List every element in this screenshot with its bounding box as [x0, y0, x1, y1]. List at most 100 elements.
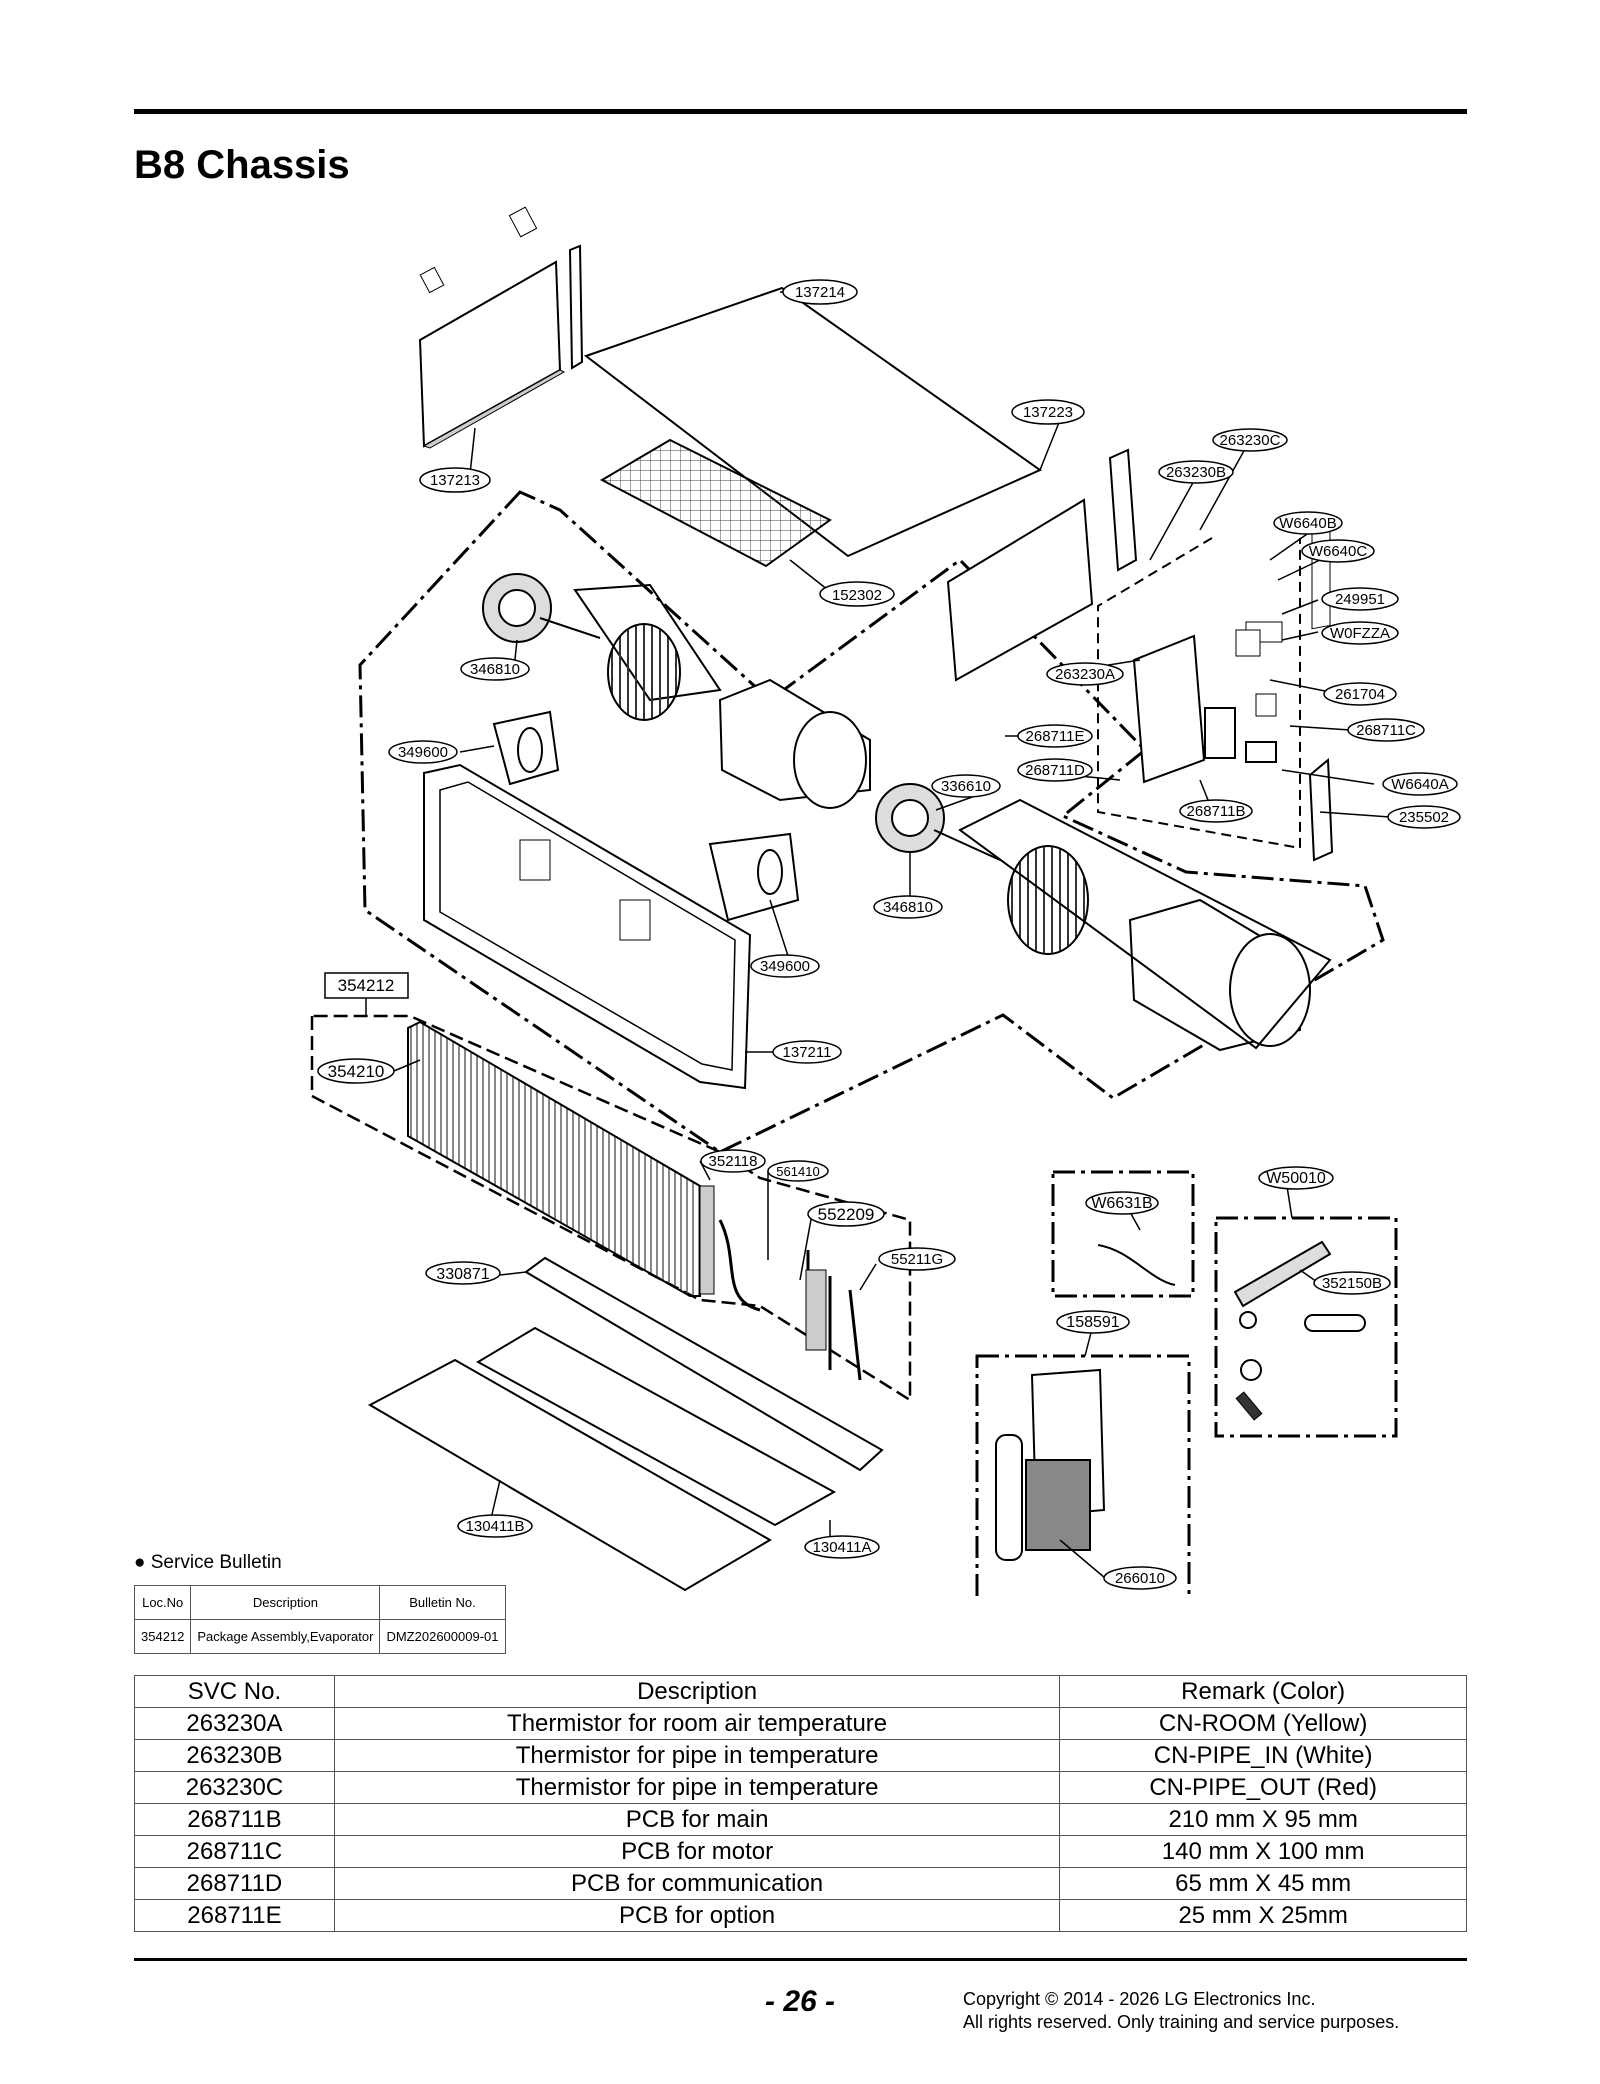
callout-268711C: 268711C: [1347, 718, 1425, 742]
callout-352118: 352118: [700, 1149, 766, 1173]
table-cell: 354212: [133, 1619, 192, 1654]
callout-label: 561410: [776, 1164, 819, 1179]
callout-label: 249951: [1335, 591, 1385, 608]
table-cell: CN-PIPE_IN (White): [1059, 1739, 1467, 1772]
evaporator-coil-354210: [407, 1020, 701, 1297]
page-title: B8 Chassis: [134, 143, 350, 187]
bottom-panel-130411B: [367, 1358, 772, 1592]
control-plate-137223: [946, 498, 1094, 682]
table-header-row: SVC No. Description Remark (Color): [134, 1675, 1467, 1708]
callout-label: W0FZZA: [1330, 625, 1390, 642]
callout-label: 268711B: [1187, 803, 1246, 820]
callout-label: 261704: [1335, 686, 1385, 703]
callout-W50010: W50010: [1258, 1166, 1334, 1190]
callout-label: 266010: [1115, 1570, 1165, 1587]
table-cell: 140 mm X 100 mm: [1059, 1835, 1467, 1868]
callout-137213: 137213: [419, 467, 491, 493]
filter-152302: [599, 438, 832, 568]
callout-label: 354210: [328, 1062, 385, 1081]
callout-label: W50010: [1266, 1170, 1326, 1187]
service-bulletin-heading: ● Service Bulletin: [134, 1552, 282, 1573]
table-cell: Thermistor for pipe in temperature: [333, 1739, 1061, 1772]
table-cell: 268711D: [134, 1867, 335, 1900]
callout-354212: 354212: [324, 972, 409, 999]
callout-label: 152302: [832, 587, 882, 604]
callout-label: 349600: [398, 744, 448, 761]
header-cell: SVC No.: [134, 1675, 335, 1708]
w6631b-box: [1051, 1170, 1195, 1298]
callout-152302: 152302: [819, 581, 895, 607]
callout-263230A: 263230A: [1046, 662, 1124, 686]
table-cell: 263230B: [134, 1739, 335, 1772]
callout-label: 349600: [760, 958, 810, 975]
callout-137211: 137211: [772, 1040, 842, 1064]
header-cell: Description: [190, 1585, 381, 1620]
callout-label: 55211G: [891, 1251, 943, 1268]
callout-130411B: 130411B: [457, 1514, 533, 1538]
evaporator-package-boundary: [310, 1014, 912, 1403]
exploded-parts-diagram: 137214 137213 137223 263230C 263230B W66…: [310, 206, 1461, 1600]
callout-W6640C: W6640C: [1301, 539, 1375, 563]
callout-137214: 137214: [782, 279, 858, 305]
table-header-row: Loc.No Description Bulletin No.: [133, 1585, 506, 1620]
callout-label: W6640B: [1279, 515, 1337, 532]
header-cell: Bulletin No.: [379, 1585, 506, 1620]
table-cell: CN-ROOM (Yellow): [1059, 1707, 1467, 1740]
callout-label: 137213: [430, 472, 480, 489]
callout-label: 336610: [941, 778, 991, 795]
callout-261704: 261704: [1323, 682, 1397, 706]
control-box-boundary: [1097, 537, 1301, 850]
callout-55211G: 55211G: [878, 1247, 956, 1271]
table-cell: PCB for main: [333, 1803, 1061, 1836]
header-cell: Description: [333, 1675, 1061, 1708]
table-cell: CN-PIPE_OUT (Red): [1059, 1771, 1467, 1804]
callout-label: W6631B: [1091, 1195, 1152, 1212]
callout-W6640B: W6640B: [1273, 511, 1343, 535]
motor-mount-349600-b: [708, 832, 800, 922]
callout-label: 130411A: [813, 1539, 872, 1556]
callout-label: 346810: [470, 661, 520, 678]
table-cell: 210 mm X 95 mm: [1059, 1803, 1467, 1836]
callout-330871: 330871: [425, 1261, 501, 1285]
callout-W6640A: W6640A: [1382, 772, 1458, 796]
callout-label: W6640A: [1391, 776, 1449, 793]
header-cell: Loc.No: [133, 1585, 192, 1620]
drain-pump-box: [975, 1354, 1191, 1600]
service-bulletin-table: Loc.No Description Bulletin No. 354212 P…: [133, 1585, 506, 1654]
table-cell: PCB for motor: [333, 1835, 1061, 1868]
callout-label: 263230C: [1220, 432, 1281, 449]
callout-263230C: 263230C: [1212, 428, 1288, 452]
main-assembly-boundary: [358, 490, 1385, 1154]
callout-label: 158591: [1066, 1314, 1119, 1331]
callout-268711E: 268711E: [1017, 724, 1093, 748]
callout-137223: 137223: [1011, 399, 1085, 425]
w50010-box: [1214, 1216, 1398, 1438]
callout-label: 137214: [795, 284, 845, 301]
table-cell: 268711C: [134, 1835, 335, 1868]
callout-349600-b: 349600: [750, 954, 820, 978]
callout-label: 130411B: [466, 1518, 525, 1535]
table-cell: PCB for communication: [333, 1867, 1061, 1900]
callout-235502: 235502: [1387, 805, 1461, 829]
svc-parts-table: SVC No. Description Remark (Color) 26323…: [134, 1675, 1467, 1932]
callout-W0FZZA: W0FZZA: [1321, 621, 1399, 645]
table-cell: 25 mm X 25mm: [1059, 1899, 1467, 1932]
fan-motor-346810-a: [482, 573, 601, 643]
callout-158591: 158591: [1056, 1310, 1130, 1334]
callout-label: 235502: [1399, 809, 1449, 826]
callout-label: 137211: [783, 1044, 832, 1061]
table-cell: DMZ202600009-01: [379, 1619, 506, 1654]
callout-349600-a: 349600: [388, 740, 458, 764]
callout-label: 137223: [1023, 404, 1073, 421]
drain-pan-330871: [524, 1256, 884, 1472]
table-cell: PCB for option: [333, 1899, 1061, 1932]
callout-label: 352118: [709, 1153, 758, 1170]
callout-130411A: 130411A: [804, 1535, 880, 1559]
callout-label: 263230B: [1166, 464, 1226, 481]
callout-249951: 249951: [1321, 587, 1399, 611]
